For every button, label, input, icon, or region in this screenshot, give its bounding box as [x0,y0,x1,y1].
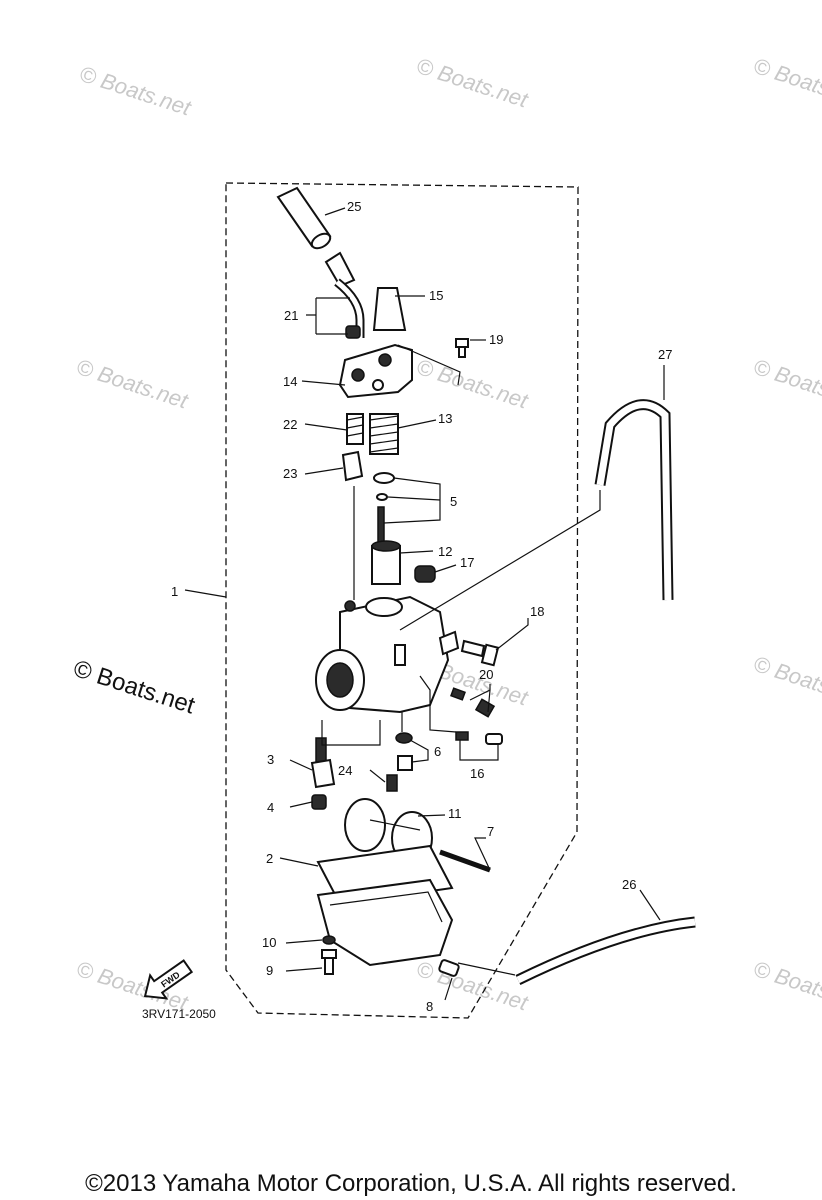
float-chamber [316,878,454,967]
watermark: © Boats.net [413,354,531,414]
watermarks: © Boats.net © Boats.net © Boats.net © Bo… [70,53,822,1016]
part-27-hose [594,399,674,601]
callout-14: 14 [283,374,297,389]
watermark: © Boats.net [76,61,194,121]
part-23-holder [341,450,364,482]
watermark: © Boats.net [750,651,822,711]
carburetor-body [315,595,460,714]
part-10-washer [322,935,336,945]
part-8-drain-screw [438,959,460,977]
part-17-cap [414,565,436,583]
watermark: © Boats.net [750,956,822,1016]
callout-27: 27 [658,347,672,362]
watermark: © Boats.net [73,354,191,414]
callout-10: 10 [262,935,276,950]
part-4-plug [311,794,327,810]
callout-9: 9 [266,963,273,978]
callout-4: 4 [267,800,274,815]
callout-20: 20 [479,667,493,682]
part-21-adjuster [334,278,365,339]
callout-16: 16 [470,766,484,781]
callout-2: 2 [266,851,273,866]
callout-6: 6 [434,744,441,759]
callout-11: 11 [448,806,462,821]
callout-12: 12 [438,544,452,559]
part-3-needle-jet [310,737,336,789]
watermark-large: © Boats.net [70,655,198,720]
callout-21: 21 [284,308,298,323]
callout-1: 1 [171,584,178,599]
part-7-float-pin [439,849,491,873]
watermark: © Boats.net [750,354,822,414]
callout-15: 15 [429,288,443,303]
callout-26: 26 [622,877,636,892]
part-12-throttle-valve [371,540,401,585]
part-14-top-plate [338,343,413,399]
watermark: © Boats.net [750,53,822,113]
part-19-screw [455,338,469,358]
part-18-screw [460,639,500,667]
part-15-cap-rubber [372,287,407,331]
callout-23: 23 [283,466,297,481]
callout-25: 25 [347,199,361,214]
part-24-pilot-jet [386,774,398,792]
watermark: © Boats.net [413,53,531,113]
part-22-spring [346,413,364,445]
callout-3: 3 [267,752,274,767]
assembly-boundary [225,182,579,1019]
figure-code: 3RV171-2050 [142,1007,216,1021]
callout-17: 17 [460,555,474,570]
part-25-cap [276,186,356,288]
part-26-hose [515,916,696,985]
part-16-stop-screw [455,731,503,745]
callout-8: 8 [426,999,433,1014]
part-20-pilot-screw [450,687,496,718]
part-13-spring [369,413,399,455]
callout-7: 7 [487,824,494,839]
part-5-needle-set [373,472,395,548]
copyright-notice: ©2013 Yamaha Motor Corporation, U.S.A. A… [85,1170,737,1197]
part-9-screw [321,949,337,975]
callout-24: 24 [338,763,352,778]
callout-13: 13 [438,411,452,426]
callout-18: 18 [530,604,544,619]
leader-lines [184,207,665,1001]
part-6-main-jet [395,732,413,771]
callouts: 1 2 3 4 5 6 7 8 9 10 11 12 13 14 15 16 1… [171,199,672,1014]
callout-19: 19 [489,332,503,347]
callout-22: 22 [283,417,297,432]
callout-5: 5 [450,494,457,509]
